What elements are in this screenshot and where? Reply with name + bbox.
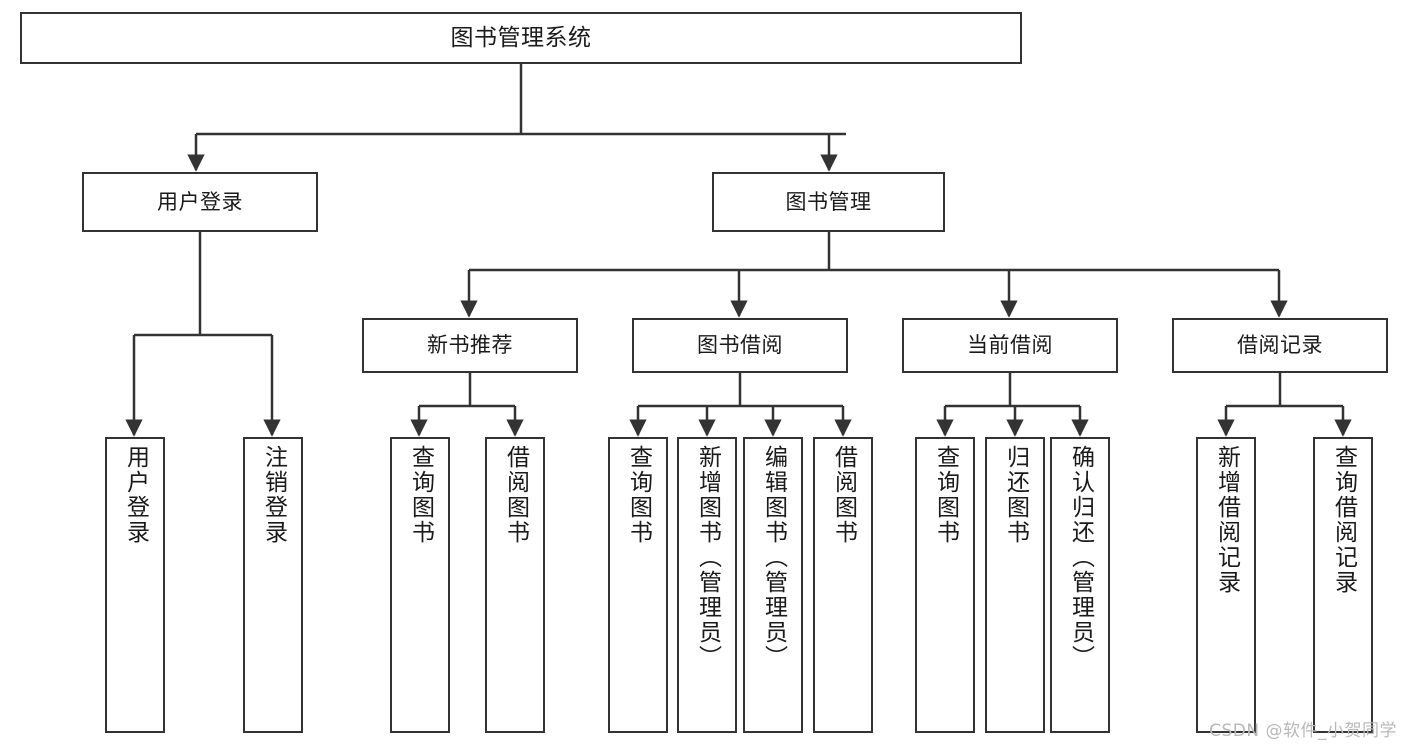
leaf-user-login[interactable]: 用户登录 [105,437,165,733]
node-label: 借阅图书 [502,445,529,545]
node-user-login[interactable]: 用户登录 [82,172,318,232]
node-label: 当前借阅 [967,333,1053,358]
node-label: 确认归还（管理员） [1067,445,1094,670]
node-label: 注销登录 [260,445,287,545]
node-label: 查询图书 [407,445,434,545]
leaf-borrow-book[interactable]: 借阅图书 [813,437,873,733]
leaf-query-book-current[interactable]: 查询图书 [915,437,975,733]
leaf-query-borrow-record[interactable]: 查询借阅记录 [1313,437,1373,733]
node-new-book-recommendation[interactable]: 新书推荐 [362,318,578,373]
node-book-management[interactable]: 图书管理 [712,172,945,232]
node-label: 借阅记录 [1237,333,1323,358]
node-label: 新书推荐 [427,333,513,358]
leaf-add-book-admin[interactable]: 新增图书（管理员） [677,437,737,733]
node-label: 借阅图书 [830,445,857,545]
node-current-borrow[interactable]: 当前借阅 [902,318,1118,373]
node-label: 新增图书（管理员） [694,445,721,670]
node-label: 图书管理系统 [450,24,592,51]
node-book-borrow[interactable]: 图书借阅 [632,318,848,373]
node-label: 用户登录 [122,445,149,545]
leaf-add-borrow-record[interactable]: 新增借阅记录 [1196,437,1256,733]
leaf-return-book[interactable]: 归还图书 [985,437,1045,733]
node-label: 图书借阅 [697,333,783,358]
node-label: 查询图书 [932,445,959,545]
node-root-book-management-system[interactable]: 图书管理系统 [20,12,1022,64]
leaf-query-book-borrow[interactable]: 查询图书 [608,437,668,733]
leaf-edit-book-admin[interactable]: 编辑图书（管理员） [743,437,803,733]
leaf-confirm-return-admin[interactable]: 确认归还（管理员） [1050,437,1110,733]
watermark: CSDN @软件_小贺同学 [1209,721,1397,741]
node-label: 图书管理 [785,189,872,214]
node-label: 归还图书 [1002,445,1029,545]
node-borrow-record[interactable]: 借阅记录 [1172,318,1388,373]
node-label: 查询图书 [625,445,652,545]
node-label: 查询借阅记录 [1330,445,1357,595]
node-label: 编辑图书（管理员） [760,445,787,670]
leaf-query-book-newbook[interactable]: 查询图书 [390,437,450,733]
leaf-borrow-book-newbook[interactable]: 借阅图书 [485,437,545,733]
leaf-logout[interactable]: 注销登录 [243,437,303,733]
node-label: 用户登录 [157,189,243,214]
node-label: 新增借阅记录 [1213,445,1240,595]
